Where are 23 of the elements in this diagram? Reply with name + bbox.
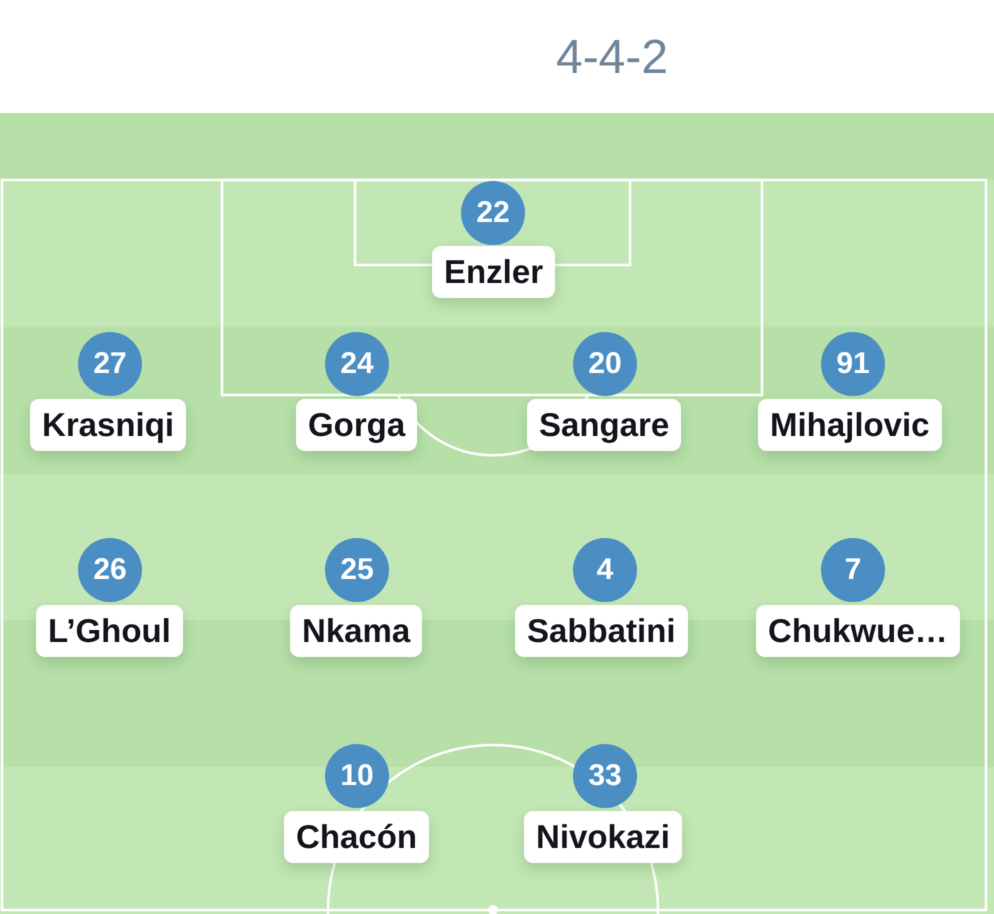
player-name-label: L’Ghoul [36,605,183,657]
player-number: 27 [78,332,142,396]
player-number: 33 [573,744,637,808]
player-number: 91 [821,332,885,396]
player-number: 20 [573,332,637,396]
player-name-label: Krasniqi [30,399,186,451]
player-name-label: Chukwue… [756,605,960,657]
formation-title: 4-4-2 [556,30,668,86]
player-number: 10 [325,744,389,808]
player-number: 7 [821,538,885,602]
player-number: 26 [78,538,142,602]
player-name-label: Enzler [432,246,556,298]
player-name-label: Sabbatini [515,605,688,657]
player-number: 25 [325,538,389,602]
player-name-label: Nivokazi [524,811,682,863]
player-number: 4 [573,538,637,602]
player-number: 24 [325,332,389,396]
player-number: 22 [461,181,525,245]
player-name-label: Sangare [527,399,682,451]
player-name-label: Gorga [296,399,418,451]
player-name-label: Chacón [284,811,430,863]
player-name-label: Mihajlovic [758,399,942,451]
player-name-label: Nkama [290,605,422,657]
